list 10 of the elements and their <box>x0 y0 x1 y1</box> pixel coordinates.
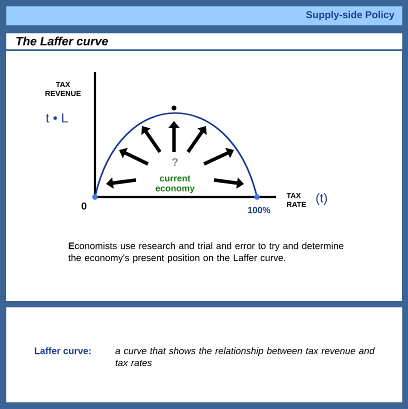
header-band: Supply-side Policy <box>6 6 402 26</box>
axis-formula: t • L <box>46 114 68 122</box>
tick-label: 100% <box>248 206 270 214</box>
title-band: The Laffer curve <box>6 33 402 50</box>
definition-panel: Laffer curve: a curve that shows the relationship between tax revenue and tax rates <box>6 307 402 402</box>
axis-variable: (t) <box>316 192 327 206</box>
explanation-text: Economists use research and trial and error to try and determine the economy's present position on the Laffer curve. <box>68 242 344 263</box>
origin-label: 0 <box>82 202 86 210</box>
question-mark: ? <box>172 158 178 166</box>
point-label: current economy <box>156 176 195 194</box>
